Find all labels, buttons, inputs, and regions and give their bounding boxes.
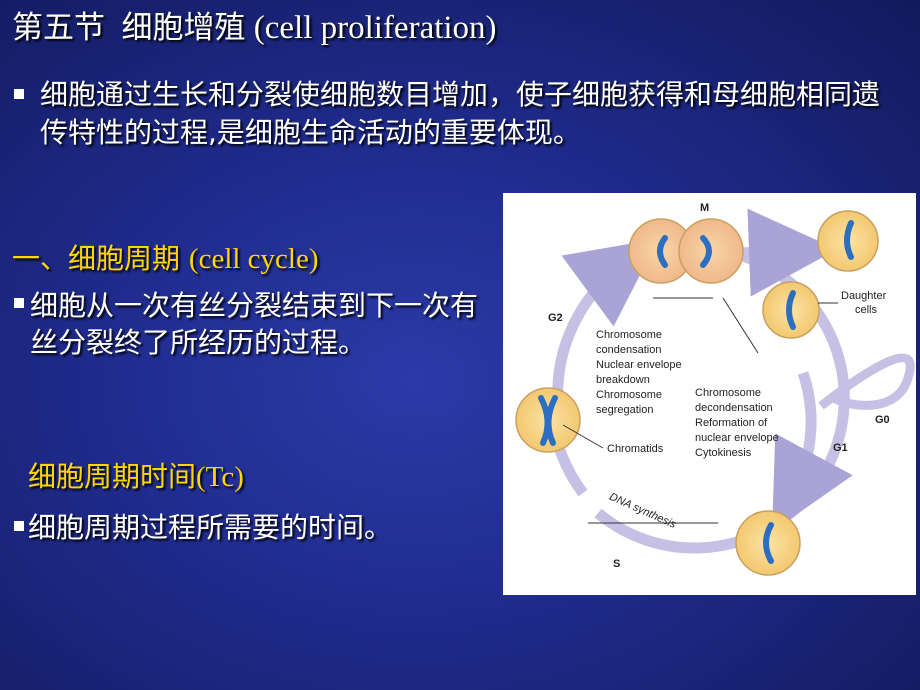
- daughter-cell-top: [817, 210, 879, 272]
- intro-paragraph: 细胞通过生长和分裂使细胞数目增加，使子细胞获得和母细胞相同遗传特性的过程,是细胞…: [40, 78, 881, 149]
- m-step-left: Nuclear envelope: [596, 359, 682, 371]
- m-step-left: segregation: [596, 404, 654, 416]
- m-step-left: breakdown: [596, 374, 650, 386]
- cell-cycle-definition: 细胞从一次有丝分裂结束到下一次有丝分裂终了所经历的过程。: [30, 289, 479, 359]
- daughter-cells-label-line1: Daughter: [841, 290, 887, 302]
- heading-en: (cell cycle): [188, 243, 319, 275]
- chromatids-label: Chromatids: [607, 443, 664, 455]
- cell-cycle-svg: M G2 G1 G0 S Daughter cells Chromosome c…: [515, 202, 915, 576]
- section-heading-tc: 细胞周期时间(Tc): [28, 458, 244, 496]
- m-step-right: decondensation: [695, 402, 773, 414]
- g1-arrow: [772, 371, 853, 532]
- heading-en: (Tc): [196, 461, 244, 493]
- m-steps-right: Chromosome decondensation Reformation of…: [695, 387, 779, 459]
- title-section-number: 第五节: [12, 10, 105, 46]
- bullet-square: [14, 298, 24, 308]
- s-cell: [735, 510, 801, 576]
- bullet-square: [14, 89, 24, 99]
- m-step-right: Reformation of: [695, 417, 768, 429]
- phase-g2-label: G2: [548, 312, 563, 324]
- g2-arrow: [552, 238, 659, 404]
- g2-cell: [515, 387, 581, 453]
- section-heading-cell-cycle: 一、细胞周期 (cell cycle): [12, 240, 319, 278]
- heading-zh: 细胞周期时间: [28, 460, 197, 493]
- title-english: (cell proliferation): [253, 10, 497, 46]
- m-steps-left: Chromosome condensation Nuclear envelope…: [596, 329, 682, 416]
- m-phase-cell: [628, 218, 744, 284]
- bullet-square: [14, 521, 24, 531]
- m-step-left: Chromosome: [596, 389, 662, 401]
- m-step-right: Cytokinesis: [695, 447, 752, 459]
- m-step-left: Chromosome: [596, 329, 662, 341]
- phase-s-label: S: [613, 558, 620, 570]
- m-step-left: condensation: [596, 344, 661, 356]
- phase-g1-label: G1: [833, 442, 848, 454]
- tc-definition: 细胞周期过程所需要的时间。: [28, 511, 393, 544]
- heading-zh: 一、细胞周期: [12, 242, 181, 275]
- phase-g0-label: G0: [875, 414, 890, 426]
- title-chinese: 细胞增殖: [121, 10, 246, 46]
- g0-loop: [818, 353, 915, 410]
- daughter-arrow: [737, 208, 837, 297]
- daughter-cells-label-line2: cells: [855, 304, 878, 316]
- m-step-right: nuclear envelope: [695, 432, 779, 444]
- slide-title: 第五节 细胞增殖 (cell proliferation): [12, 8, 497, 48]
- cell-cycle-diagram: M G2 G1 G0 S Daughter cells Chromosome c…: [503, 193, 916, 595]
- m-step-right: Chromosome: [695, 387, 761, 399]
- phase-m-label: M: [700, 202, 709, 214]
- daughter-cell-bottom: [762, 281, 820, 339]
